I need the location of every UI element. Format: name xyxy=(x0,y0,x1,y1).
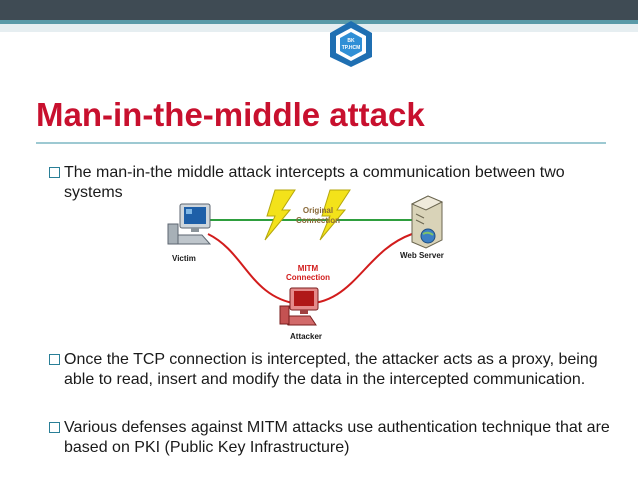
logo-text-top: BK xyxy=(347,38,355,44)
slide-title: Man-in-the-middle attack xyxy=(36,96,425,133)
web-server-label: Web Server xyxy=(400,251,444,260)
lightning-bolt-icon xyxy=(319,189,351,241)
original-connection-label: Original xyxy=(303,206,333,215)
mitm-diagram: Original Connection MITM Connection Vict… xyxy=(150,182,455,342)
logo-text-bottom: TP.HCM xyxy=(342,45,361,51)
bullet-text: Various defenses against MITM attacks us… xyxy=(64,419,610,456)
attacker-computer-icon xyxy=(279,287,319,326)
bullet-item: The man-in-the middle attack intercepts … xyxy=(49,163,609,203)
bullet-checkbox-icon xyxy=(49,167,60,178)
original-connection-label: Connection xyxy=(296,216,340,225)
mitm-connection-label: Connection xyxy=(286,273,330,282)
victim-computer-icon xyxy=(167,203,212,245)
bullet-checkbox-icon xyxy=(49,422,60,433)
header-bar xyxy=(0,0,638,20)
victim-label: Victim xyxy=(172,254,196,263)
web-server-icon xyxy=(410,195,444,249)
mitm-connection-label: MITM xyxy=(298,264,319,273)
bullet-item: Various defenses against MITM attacks us… xyxy=(49,418,614,458)
attacker-label: Attacker xyxy=(290,332,322,341)
bullet-item: Once the TCP connection is intercepted, … xyxy=(49,350,614,390)
bullet-text: The man-in-the middle attack intercepts … xyxy=(64,164,565,201)
title-underline xyxy=(36,142,606,144)
bullet-text: Once the TCP connection is intercepted, … xyxy=(64,351,598,388)
header-light-strip xyxy=(0,24,638,32)
bullet-checkbox-icon xyxy=(49,354,60,365)
lightning-bolt-icon xyxy=(264,189,296,241)
university-logo: BK TP.HCM xyxy=(330,21,372,67)
header-accent-strip xyxy=(0,20,638,24)
